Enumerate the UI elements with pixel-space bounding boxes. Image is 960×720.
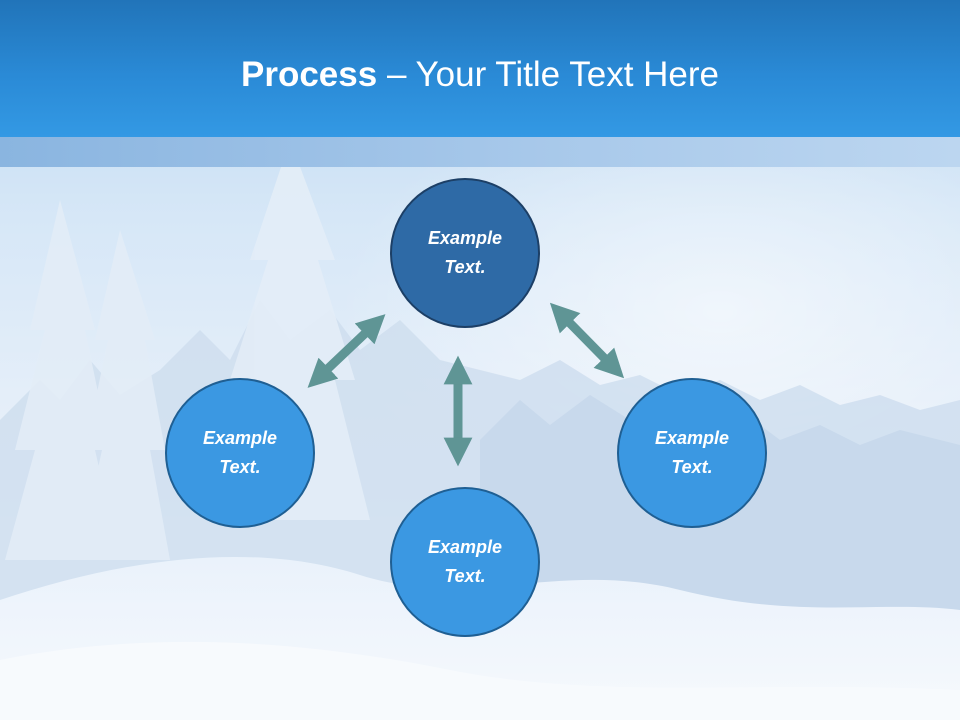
title-rest: – Your Title Text Here — [377, 55, 719, 94]
node-label: Example Text. — [427, 537, 503, 586]
double-arrow-icon — [307, 314, 386, 388]
slide-title: Process – Your Title Text Here — [0, 54, 960, 96]
node-label: Example Text. — [427, 228, 503, 277]
title-bar — [0, 0, 960, 137]
process-node-right[interactable]: Example Text. — [617, 378, 767, 528]
double-arrow-icon — [549, 302, 625, 379]
node-label: Example Text. — [654, 428, 730, 477]
title-accent-strip — [0, 137, 960, 167]
process-node-left[interactable]: Example Text. — [165, 378, 315, 528]
process-node-top[interactable]: Example Text. — [390, 178, 540, 328]
node-label: Example Text. — [202, 428, 278, 477]
process-node-bottom[interactable]: Example Text. — [390, 487, 540, 637]
title-bold: Process — [241, 55, 378, 94]
